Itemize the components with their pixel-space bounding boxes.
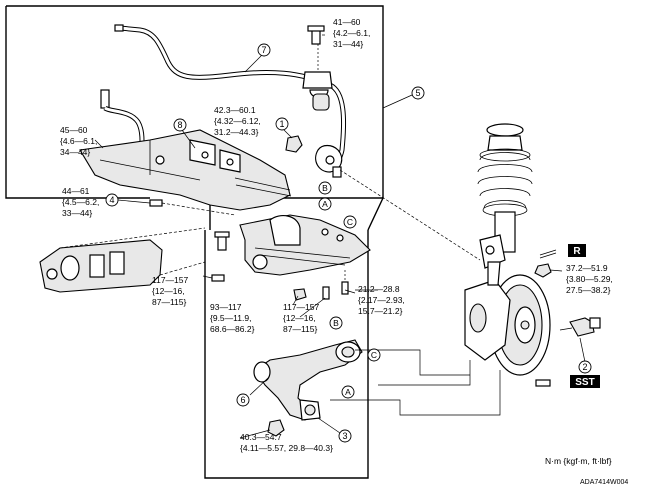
figure-id: ADA7414W004 [580, 479, 628, 486]
svg-text:{4.11—5.57, 29.8—40.3}: {4.11—5.57, 29.8—40.3} [240, 443, 333, 453]
svg-text:93—117: 93—117 [210, 302, 242, 312]
callout-7: 7 [257, 43, 271, 57]
svg-text:31—44}: 31—44} [333, 39, 363, 49]
bolt-b [211, 274, 225, 282]
stabilizer-bar [114, 24, 347, 171]
svg-text:{3.80—5.29,: {3.80—5.29, [566, 274, 613, 284]
svg-text:{4.2—6.1,: {4.2—6.1, [333, 28, 370, 38]
svg-text:R: R [573, 246, 581, 257]
lower-frame-box [204, 230, 369, 479]
callout-6: 6 [236, 393, 250, 407]
svg-text:{4.5—6.2,: {4.5—6.2, [62, 197, 99, 207]
torque-label-7: 117—157 {12—16, 87—115} [283, 302, 320, 334]
nut-c [293, 288, 307, 301]
svg-text:{4.32—6.12,: {4.32—6.12, [214, 116, 261, 126]
svg-text:5: 5 [415, 88, 420, 98]
svg-text:{9.5—11.9,: {9.5—11.9, [210, 313, 251, 323]
marker-c-lower: C [367, 348, 381, 362]
strut-assembly [477, 123, 533, 269]
svg-text:1: 1 [279, 119, 284, 129]
cotter-pin [539, 249, 557, 259]
svg-text:33—44}: 33—44} [62, 208, 92, 218]
marker-a-lower: A [341, 385, 355, 399]
bolt-a [214, 231, 230, 251]
svg-text:117—157: 117—157 [152, 275, 189, 285]
bolt-d [322, 286, 330, 300]
svg-text:37.2—51.9: 37.2—51.9 [566, 263, 608, 273]
callout-2: 2 [578, 360, 592, 374]
svg-text:B: B [322, 183, 328, 193]
marker-b-lower: B [329, 316, 343, 330]
nut-tie-rod [534, 263, 552, 278]
svg-text:45—60: 45—60 [60, 125, 88, 135]
engine-mount [39, 227, 206, 293]
svg-text:34—44}: 34—44} [60, 147, 90, 157]
svg-text:B: B [333, 318, 339, 328]
svg-text:{12—16,: {12—16, [152, 286, 185, 296]
tag-sst: SST [570, 375, 600, 388]
svg-text:A: A [322, 199, 328, 209]
svg-text:31.2—44.3}: 31.2—44.3} [214, 127, 259, 137]
marker-b-upper: B [318, 181, 332, 195]
torque-label-4: 44—61 {4.5—6.2, 33—44} [62, 186, 99, 218]
svg-text:41—60: 41—60 [333, 17, 361, 27]
units-label: N·m {kgf·m, ft·lbf} [545, 456, 612, 466]
callout-1: 1 [275, 117, 289, 131]
callout-leaders [94, 34, 586, 439]
svg-text:{4.6—6.1,: {4.6—6.1, [60, 136, 97, 146]
callout-4: 4 [105, 193, 119, 207]
svg-text:{2.17—2.93,: {2.17—2.93, [358, 295, 405, 305]
callout-8: 8 [173, 118, 187, 132]
torque-label-2: 42.3—60.1 {4.32—6.12, 31.2—44.3} [214, 105, 261, 137]
lower-arm-bracket [239, 214, 371, 276]
svg-text:87—115}: 87—115} [152, 297, 187, 307]
torque-label-8: 21.2—28.8 {2.17—2.93, 15.7—21.2} [358, 284, 405, 316]
torque-label-10: 40.3—54.7 {4.11—5.57, 29.8—40.3} [240, 432, 333, 453]
svg-text:C: C [371, 350, 377, 360]
marker-a-upper: A [318, 197, 332, 211]
stabilizer-bushing-clamp [302, 25, 333, 111]
knuckle-hub [464, 261, 551, 376]
torque-label-3: 45—60 {4.6—6.1, 34—44} [60, 125, 97, 157]
svg-text:4: 4 [109, 195, 114, 205]
marker-c-upper: C [343, 215, 357, 229]
svg-text:6: 6 [240, 395, 245, 405]
crossmember [79, 129, 292, 211]
callout-5: 5 [411, 86, 425, 100]
svg-text:8: 8 [177, 120, 182, 130]
lower-arm [253, 339, 363, 421]
svg-text:A: A [345, 387, 351, 397]
svg-text:27.5—38.2}: 27.5—38.2} [566, 285, 611, 295]
svg-text:44—61: 44—61 [62, 186, 90, 196]
svg-text:{12—16,: {12—16, [283, 313, 316, 323]
nut-1 [285, 135, 303, 153]
svg-text:7: 7 [261, 45, 266, 55]
torque-label-5: 117—157 {12—16, 87—115} [152, 275, 189, 307]
svg-text:3: 3 [342, 431, 347, 441]
frame-box-connector [367, 197, 384, 231]
svg-text:117—157: 117—157 [283, 302, 320, 312]
svg-text:SST: SST [575, 377, 594, 388]
svg-text:40.3—54.7: 40.3—54.7 [240, 432, 282, 442]
svg-text:15.7—21.2}: 15.7—21.2} [358, 306, 403, 316]
torque-label-9: 37.2—51.9 {3.80—5.29, 27.5—38.2} [566, 263, 613, 295]
tie-rod-end [559, 317, 601, 337]
leader-lines [330, 169, 501, 416]
upper-frame-box-left [5, 6, 150, 199]
tag-r: R [568, 244, 586, 257]
svg-text:87—115}: 87—115} [283, 324, 318, 334]
torque-label-6: 93—117 {9.5—11.9, 68.6—86.2} [210, 302, 255, 334]
svg-text:C: C [347, 217, 353, 227]
svg-text:21.2—28.8: 21.2—28.8 [358, 284, 400, 294]
bolt-e [341, 270, 349, 295]
svg-text:2: 2 [582, 362, 587, 372]
bolt-knuckle [535, 379, 551, 387]
svg-text:68.6—86.2}: 68.6—86.2} [210, 324, 255, 334]
stabilizer-link-right [315, 144, 343, 178]
svg-text:42.3—60.1: 42.3—60.1 [214, 105, 256, 115]
callout-3: 3 [338, 429, 352, 443]
torque-label-1: 41—60 {4.2—6.1, 31—44} [333, 17, 370, 49]
